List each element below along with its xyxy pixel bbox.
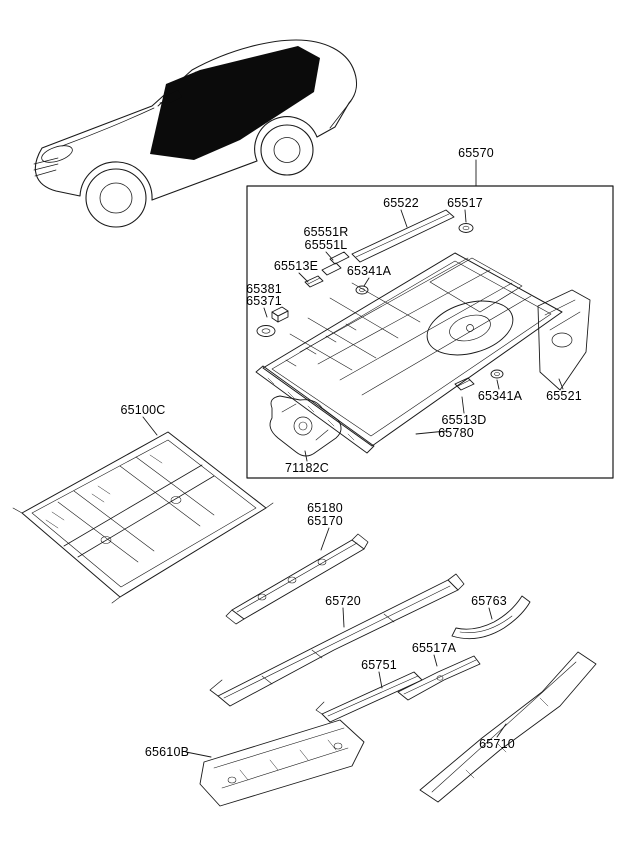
part-drawing-65751 — [315, 671, 423, 723]
part-label-65780: 65780 — [438, 426, 474, 440]
part-drawing-rear-floor-panel — [262, 252, 563, 447]
part-drawing-65180-65170 — [225, 533, 369, 625]
part-label-65170: 65170 — [307, 514, 343, 528]
part-label-65521: 65521 — [546, 389, 582, 403]
leader-lines — [142, 159, 564, 758]
part-drawing-65522 — [351, 209, 455, 263]
front-wheel — [85, 168, 147, 228]
part-drawing-65517A — [397, 655, 481, 701]
part-drawing-65720 — [209, 573, 465, 707]
part-label-65551R: 65551R — [303, 225, 349, 239]
part-drawing-65341A-upper — [355, 285, 369, 295]
part-label-65513E: 65513E — [273, 259, 319, 273]
part-label-65751: 65751 — [361, 658, 397, 672]
part-drawing-65780 — [255, 365, 375, 454]
part-drawing-65100C — [12, 431, 274, 604]
highlighted-floor-region — [150, 46, 320, 160]
part-label-65371: 65371 — [246, 294, 282, 308]
part-label-65180: 65180 — [307, 501, 343, 515]
part-label-71182C: 71182C — [284, 461, 330, 475]
rear-wheel — [260, 124, 314, 176]
part-drawing-65763 — [451, 595, 531, 640]
part-drawing-65610B — [199, 719, 365, 807]
part-drawing-65513E — [304, 275, 324, 288]
part-drawing-65710 — [419, 651, 597, 803]
part-label-65341A-1: 65341A — [346, 264, 392, 278]
part-drawing-65381-65371 — [256, 306, 289, 337]
side-mirror — [166, 90, 182, 103]
assembly-group-box — [246, 185, 614, 479]
car-illustration — [33, 39, 358, 228]
part-drawing-65521 — [537, 289, 591, 391]
part-label-65570: 65570 — [458, 146, 494, 160]
part-drawing-65513D — [454, 377, 475, 391]
part-drawing-65517 — [458, 223, 474, 233]
part-drawing-65341A-lower — [490, 369, 504, 379]
part-label-65720: 65720 — [325, 594, 361, 608]
part-label-65551L: 65551L — [304, 238, 348, 252]
part-label-65763: 65763 — [471, 594, 507, 608]
part-label-65710: 65710 — [479, 737, 515, 751]
grille — [33, 157, 59, 177]
part-label-65610B: 65610B — [144, 745, 190, 759]
part-label-65381: 65381 — [246, 282, 282, 296]
part-label-65517A: 65517A — [411, 641, 457, 655]
part-label-65517: 65517 — [447, 196, 483, 210]
headlight — [41, 145, 73, 163]
part-drawing-71182C — [269, 395, 342, 457]
part-label-65341A-2: 65341A — [477, 389, 523, 403]
part-label-65513D: 65513D — [441, 413, 487, 427]
part-label-65522: 65522 — [383, 196, 419, 210]
part-drawing-65551 — [321, 251, 350, 276]
part-label-65100C: 65100C — [120, 403, 166, 417]
